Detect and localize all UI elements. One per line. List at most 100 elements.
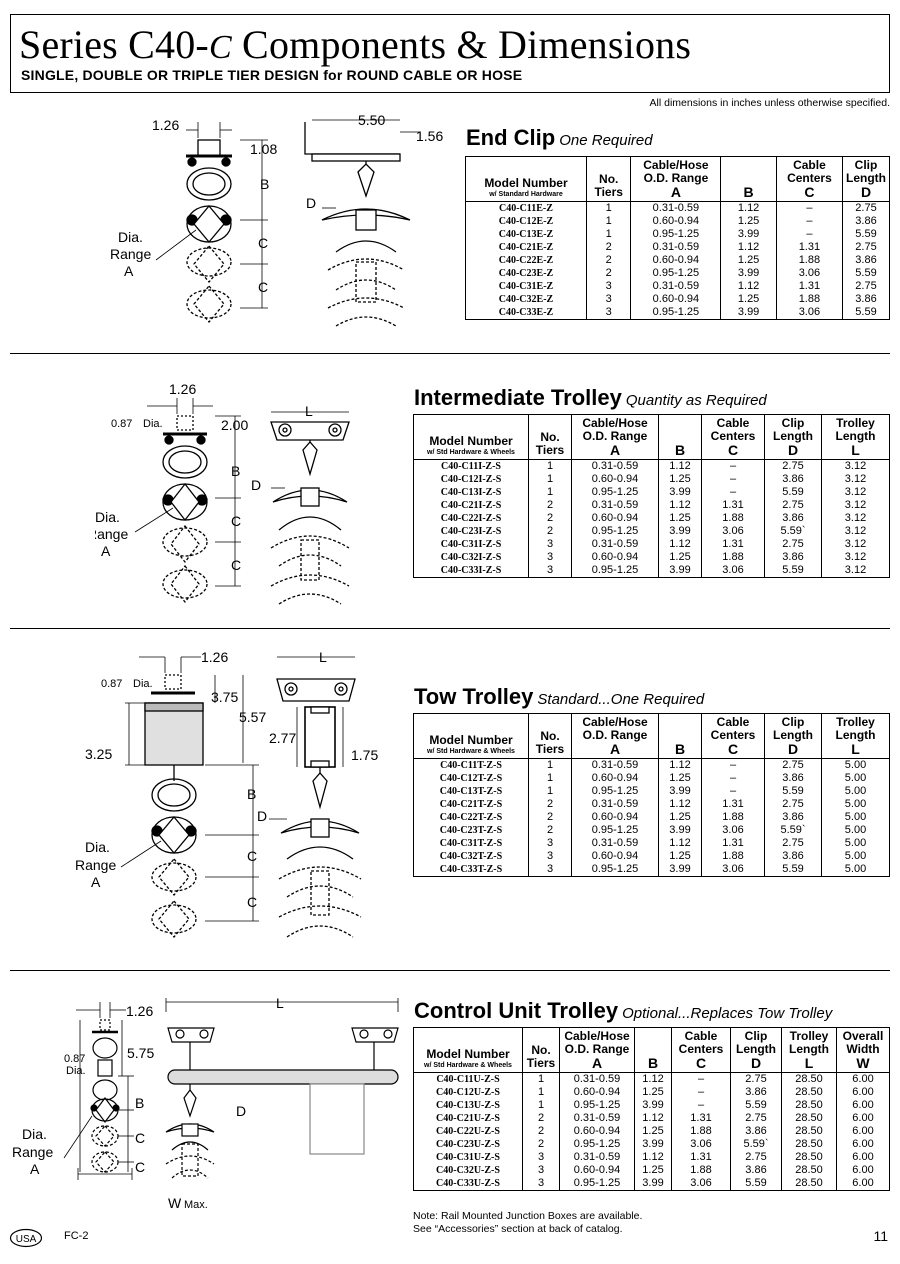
table-cell: 1.88: [701, 512, 765, 525]
footer-note: Note: Rail Mounted Junction Boxes are av…: [413, 1210, 642, 1236]
table-cell: 28.50: [781, 1151, 837, 1164]
table-cell: 1.88: [701, 811, 765, 824]
th-trolley: Trolley Length: [835, 416, 876, 443]
ctl-dim-b: B: [135, 1095, 144, 1111]
table-cell: 6.00: [836, 1164, 890, 1177]
table-cell: 1.25: [658, 551, 702, 564]
table-cell: 2: [528, 525, 572, 538]
title-italic: C: [208, 29, 232, 66]
tow-diagram: 1.26 0.87 Dia. 3.75 5.57 3.25 2.77 1.75 …: [75, 649, 378, 939]
tow-dim-d: D: [257, 808, 267, 824]
model-number-cell: C40-C21U-Z-S: [436, 1113, 500, 1124]
table-cell: 0.60-0.94: [571, 551, 659, 564]
intermediate-diagram: 1.26 0.87 Dia. 2.00 B C C Dia. Range A L…: [95, 381, 350, 605]
table-cell: 0.95-1.25: [630, 267, 721, 280]
table-cell: 5.00: [821, 811, 890, 824]
table-cell: 28.50: [781, 1112, 837, 1125]
footer-note-line-1: Note: Rail Mounted Junction Boxes are av…: [413, 1210, 643, 1222]
table-cell: 5.00: [821, 863, 890, 877]
table-cell: 6.00: [836, 1125, 890, 1138]
table-cell: 3.99: [634, 1138, 672, 1151]
table-cell: 2.75: [764, 837, 822, 850]
table-cell: –: [701, 758, 765, 772]
table-cell: 3.12: [821, 564, 890, 578]
end-clip-dim-4: 1.56: [416, 128, 443, 144]
tow-subtitle: Standard...One Required: [537, 691, 705, 708]
table-cell: 1: [522, 1099, 560, 1112]
th-od: Cable/Hose O.D. Range: [564, 1029, 630, 1056]
table-cell: –: [775, 215, 843, 228]
tow-dim-l: L: [319, 649, 327, 665]
tow-dim-b: B: [247, 786, 256, 802]
tow-dim-2b: Dia.: [133, 678, 153, 690]
ctl-dim-w: W: [168, 1195, 182, 1210]
tow-dim-4: 5.57: [239, 709, 266, 725]
table-cell: 3: [522, 1151, 560, 1164]
table-cell: 3.86: [764, 811, 822, 824]
table-cell: 2: [528, 798, 572, 811]
table-cell: –: [775, 201, 843, 215]
end-clip-dim-c2: C: [258, 279, 268, 295]
table-cell: 1: [528, 758, 572, 772]
int-dim-2: 0.87: [111, 418, 132, 430]
table-cell: 1.25: [720, 254, 777, 267]
table-cell: 1: [585, 201, 631, 215]
table-cell: 5.00: [821, 798, 890, 811]
table-cell: 1.12: [634, 1151, 672, 1164]
table-cell: 1.88: [671, 1164, 731, 1177]
th-tiers: No. Tiers: [585, 156, 631, 202]
table-cell: 1.88: [701, 850, 765, 863]
th-centers: Cable Centers: [710, 715, 756, 742]
table-cell: 1.31: [775, 241, 843, 254]
th-clip-letter: D: [787, 741, 799, 757]
model-number-cell: C40-C23T-Z-S: [439, 825, 503, 836]
ctl-dim-1: 1.26: [126, 1003, 153, 1019]
table-cell: 1.31: [775, 280, 843, 293]
table-cell: 1.31: [701, 798, 765, 811]
end-clip-a: A: [124, 263, 134, 279]
table-cell: 1: [528, 772, 572, 785]
table-cell: –: [671, 1086, 731, 1099]
model-number-cell: C40-C11T-Z-S: [440, 760, 502, 771]
table-cell: 1.25: [658, 850, 702, 863]
table-cell: 2.75: [764, 538, 822, 551]
th-clip: Clip Length: [773, 715, 813, 742]
int-a: A: [101, 543, 111, 559]
table-cell: 3.86: [764, 473, 822, 486]
table-cell: 0.31-0.59: [630, 201, 721, 215]
table-cell: 2.75: [764, 459, 822, 473]
ctl-a: A: [30, 1161, 40, 1177]
model-number-cell: C40-C11I-Z-S: [440, 461, 501, 472]
th-clip-letter: D: [860, 184, 872, 200]
intermediate-subtitle: Quantity as Required: [625, 392, 767, 409]
table-cell: 3.86: [842, 215, 890, 228]
model-number-cell: C40-C22T-Z-S: [439, 812, 503, 823]
table-cell: 0.31-0.59: [630, 241, 721, 254]
ctl-dim-d: D: [236, 1103, 246, 1119]
th-tiers: No. Tiers: [528, 414, 572, 460]
table-cell: 0.60-0.94: [559, 1086, 635, 1099]
end-clip-dim-b: B: [260, 176, 269, 192]
table-cell: 3.86: [730, 1125, 782, 1138]
table-cell: 28.50: [781, 1177, 837, 1191]
table-cell: 1.31: [671, 1112, 731, 1125]
table-cell: 1: [528, 785, 572, 798]
table-cell: 0.95-1.25: [571, 525, 659, 538]
table-cell: 2: [528, 824, 572, 837]
model-number-cell: C40-C12T-Z-S: [439, 773, 503, 784]
table-cell: 0.60-0.94: [571, 850, 659, 863]
table-cell: 1.12: [658, 837, 702, 850]
table-cell: 6.00: [836, 1177, 890, 1191]
model-number-cell: C40-C33E-Z: [498, 307, 554, 318]
table-cell: 3: [528, 837, 572, 850]
table-cell: 1.12: [720, 241, 777, 254]
